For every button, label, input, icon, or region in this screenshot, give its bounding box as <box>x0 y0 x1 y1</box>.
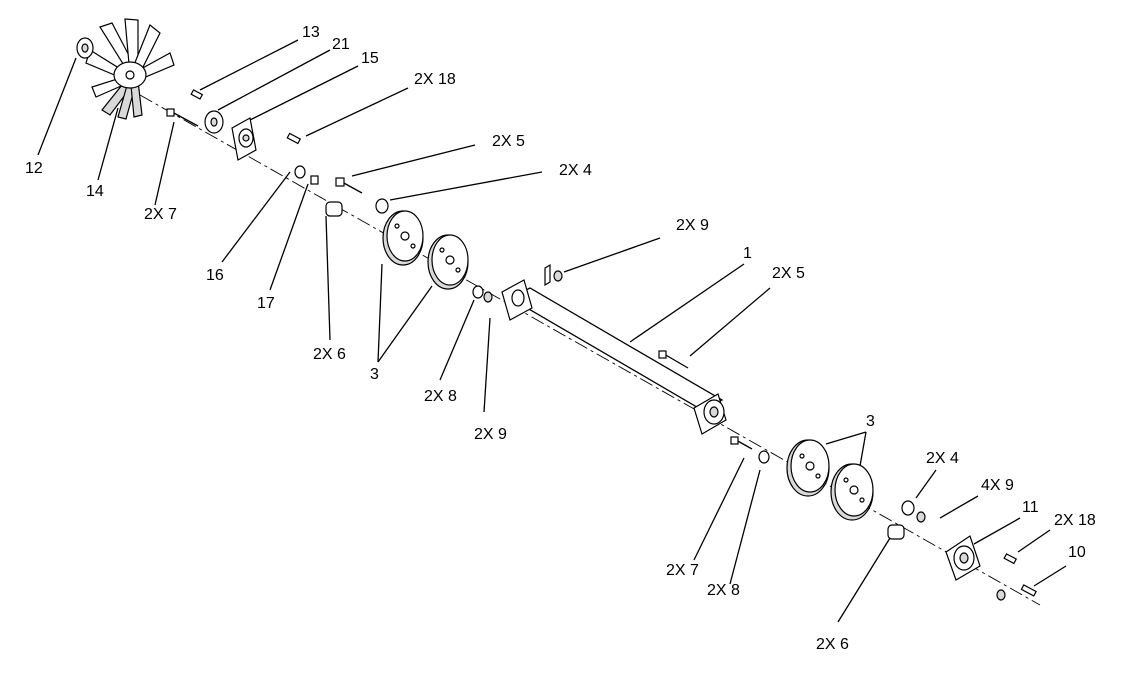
leader-lines <box>37 39 1067 623</box>
bolt-pair-right <box>658 350 689 369</box>
callout-10: 10 <box>1068 544 1086 561</box>
callout-2x8-right: 2X 8 <box>707 582 740 599</box>
callout-2x6-left: 2X 6 <box>313 346 346 363</box>
bolt-left <box>166 108 199 127</box>
nut-bottom <box>996 589 1006 601</box>
callout-2x7-left: 2X 7 <box>144 206 177 223</box>
assembly-centerline <box>139 94 1041 606</box>
callout-2x9-top: 2X 9 <box>676 217 709 234</box>
hub-washer <box>76 37 94 59</box>
callout-2x4-right: 2X 4 <box>926 450 959 467</box>
callout-2x9-bottom: 2X 9 <box>474 426 507 443</box>
callout-2x18-top: 2X 18 <box>414 71 456 88</box>
callout-13: 13 <box>302 24 320 41</box>
callout-16: 16 <box>206 267 224 284</box>
callout-12: 12 <box>25 160 43 177</box>
set-screw-right <box>1003 553 1018 565</box>
set-screw-left <box>286 132 302 145</box>
callout-15: 15 <box>361 50 379 67</box>
callout-2x7-right: 2X 7 <box>666 562 699 579</box>
callout-11: 11 <box>1022 499 1039 516</box>
screw <box>310 175 319 185</box>
bolt-pair-left <box>335 177 363 194</box>
bearing-flange-right <box>945 535 981 581</box>
key <box>190 89 204 100</box>
callout-3-left: 3 <box>370 366 379 383</box>
nut-right-small <box>916 511 926 523</box>
lock-washer-left <box>472 285 484 299</box>
fan <box>85 18 175 120</box>
nut-mid-left <box>483 291 493 303</box>
flange-disc-right-a <box>786 439 830 497</box>
callout-17: 17 <box>257 295 275 312</box>
lock-washer-right <box>758 450 770 464</box>
flange-disc-left-a <box>382 210 424 266</box>
flange-disc-left-b <box>427 234 469 290</box>
callout-2x8-left: 2X 8 <box>424 388 457 405</box>
spacer-washer <box>204 110 224 134</box>
callout-4x9: 4X 9 <box>981 477 1014 494</box>
nut-top <box>553 270 563 282</box>
key-right <box>1020 584 1037 597</box>
callout-2x6-right: 2X 6 <box>816 636 849 653</box>
callout-1: 1 <box>743 245 752 262</box>
callout-14: 14 <box>86 183 104 200</box>
nut-right <box>901 500 915 516</box>
callout-2x5-right: 2X 5 <box>772 265 805 282</box>
nut-left <box>375 198 389 214</box>
coupling-bushing-left <box>325 201 343 217</box>
callout-2x4-left: 2X 4 <box>559 162 592 179</box>
bolt-right <box>730 436 753 450</box>
callout-2x5-left: 2X 5 <box>492 133 525 150</box>
bearing-flange-left <box>231 117 257 161</box>
coupling-bushing-right <box>887 524 905 540</box>
flat-washer <box>294 165 306 179</box>
flange-disc-right-b <box>830 463 874 521</box>
callout-21: 21 <box>332 36 350 53</box>
main-shaft <box>501 263 727 435</box>
callout-3-right: 3 <box>866 413 875 430</box>
callout-2x18-bottom: 2X 18 <box>1054 512 1096 529</box>
